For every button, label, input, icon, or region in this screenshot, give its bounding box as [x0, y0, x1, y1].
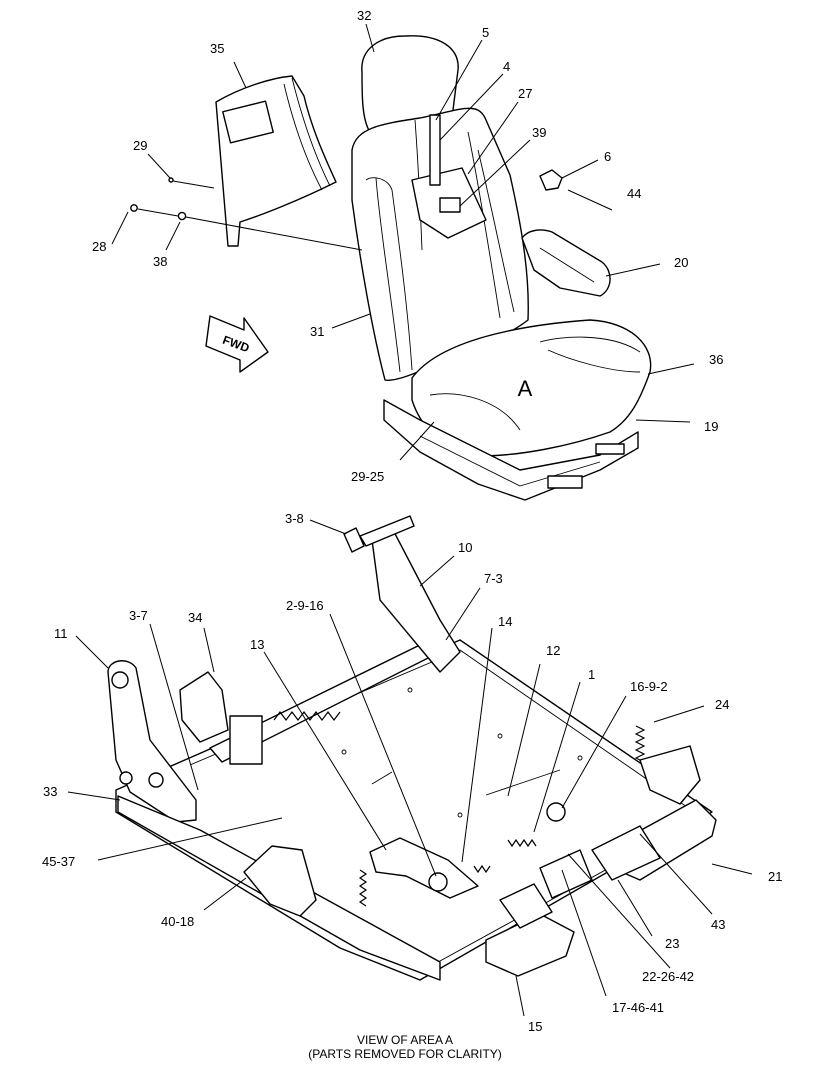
callout-32: 32	[357, 8, 371, 23]
bracket-40-18	[243, 845, 317, 917]
callout-22-26-42: 22-26-42	[642, 969, 694, 984]
callout-1: 1	[588, 667, 595, 682]
callout-33: 33	[43, 784, 57, 799]
callout-4: 4	[503, 59, 510, 74]
callout-29: 29	[133, 138, 147, 153]
callout-38: 38	[153, 254, 167, 269]
callout-14: 14	[498, 614, 512, 629]
callout-16-9-2: 16-9-2	[630, 679, 668, 694]
callout-24: 24	[715, 697, 729, 712]
slide-handle	[547, 475, 583, 489]
callout-20: 20	[674, 255, 688, 270]
callout-36: 36	[709, 352, 723, 367]
bolt-3-8	[343, 515, 415, 553]
screw-28	[130, 204, 138, 212]
bracket-24	[639, 745, 701, 805]
caption-view-title: VIEW OF AREA A	[357, 1033, 453, 1047]
pin-29	[168, 177, 174, 183]
callout-40-18: 40-18	[161, 914, 194, 929]
headrest	[361, 35, 459, 133]
switch-39	[439, 197, 461, 213]
callout-23: 23	[665, 936, 679, 951]
pivot-11	[111, 671, 129, 689]
callout-35: 35	[210, 41, 224, 56]
callout-3-8: 3-8	[285, 511, 304, 526]
callout-12: 12	[546, 643, 560, 658]
plate-13	[369, 837, 479, 899]
callout-29-25: 29-25	[351, 469, 384, 484]
seat-mechanism	[107, 515, 717, 981]
callout-34: 34	[188, 610, 202, 625]
callout-43: 43	[711, 917, 725, 932]
callout-39: 39	[532, 125, 546, 140]
washer-38	[177, 211, 187, 221]
callout-11: 11	[54, 626, 68, 641]
callout-13: 13	[250, 637, 264, 652]
lever-5	[429, 114, 441, 186]
callout-17-46-41: 17-46-41	[612, 1000, 664, 1015]
back-cover	[215, 75, 337, 247]
callout-2-9-16: 2-9-16	[286, 598, 324, 613]
callout-27: 27	[518, 86, 532, 101]
callout-15: 15	[528, 1019, 542, 1034]
arm-10	[371, 527, 461, 673]
callout-45-37: 45-37	[42, 854, 75, 869]
callout-28: 28	[92, 239, 106, 254]
callouts: 32 5 35 4 27 39 29 6 44 28 38 20 31 36 1…	[42, 8, 782, 1034]
tilt-handle	[595, 443, 625, 455]
callout-3-7: 3-7	[129, 608, 148, 623]
leader-lines	[67, 23, 753, 1017]
fwd-arrow-icon	[205, 315, 269, 373]
seat-assembly	[130, 35, 652, 501]
seat-base	[383, 399, 639, 501]
callout-7-3: 7-3	[484, 571, 503, 586]
caption-note: (PARTS REMOVED FOR CLARITY)	[308, 1047, 502, 1061]
callout-6: 6	[604, 149, 611, 164]
fwd-arrow: FWD	[205, 315, 269, 373]
callout-5: 5	[482, 25, 489, 40]
bracket-34	[179, 671, 229, 743]
callout-44: 44	[627, 186, 641, 201]
knob-6	[539, 169, 563, 191]
callout-10: 10	[458, 540, 472, 555]
area-a-marker: A	[518, 376, 533, 401]
callout-21: 21	[768, 869, 782, 884]
callout-31: 31	[310, 324, 324, 339]
armrest	[521, 229, 611, 297]
gear-block-34	[229, 715, 263, 765]
callout-19: 19	[704, 419, 718, 434]
